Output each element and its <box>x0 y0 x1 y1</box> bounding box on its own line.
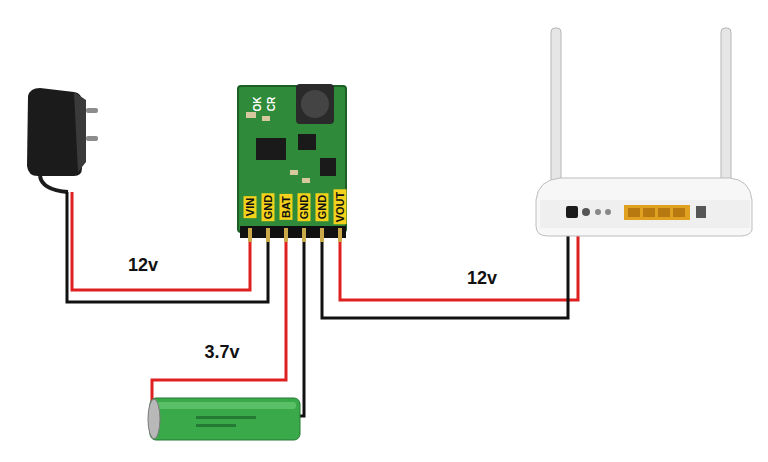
black-wire <box>322 228 568 318</box>
pin-name: BAT <box>280 194 293 220</box>
pin-name: VIN <box>244 196 257 218</box>
voltage-label: 3.7v <box>204 343 239 361</box>
charger-module <box>238 84 346 242</box>
wifi-router <box>536 28 752 236</box>
power-adapter <box>27 88 98 192</box>
pin-name: GND <box>262 193 275 221</box>
battery-cell <box>148 398 300 440</box>
red-wire <box>340 228 578 300</box>
red-wire <box>72 192 250 290</box>
led-label: OK <box>253 96 263 113</box>
voltage-label: 12v <box>128 256 158 274</box>
led-label: CR <box>267 96 277 112</box>
red-wire <box>152 240 286 402</box>
black-wire <box>298 240 304 416</box>
voltage-label: 12v <box>467 269 497 287</box>
pin-name: VOUT <box>334 190 347 225</box>
pin-name: GND <box>316 193 329 221</box>
pin-name: GND <box>298 193 311 221</box>
